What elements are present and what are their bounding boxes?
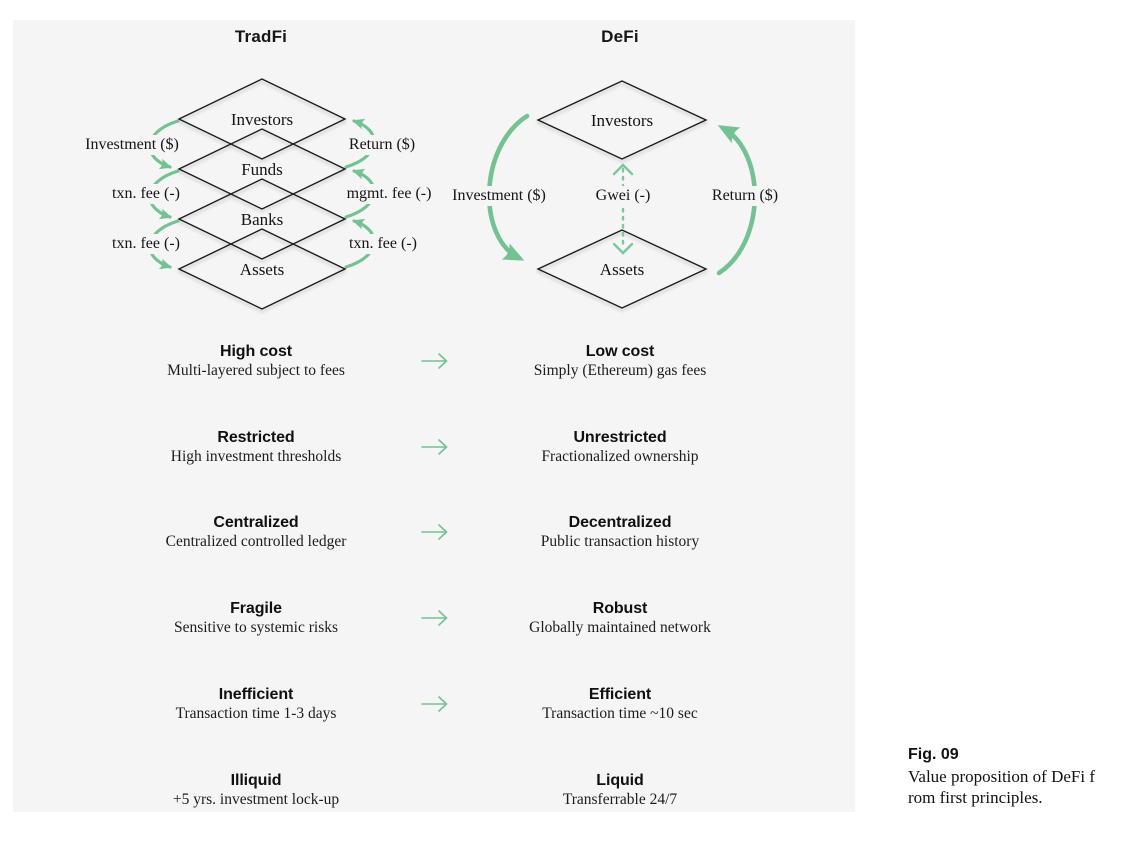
figure-caption: Fig. 09 Value proposition of DeFi f rom … (908, 746, 1118, 808)
comparison-subtitle: Multi-layered subject to fees (167, 362, 345, 379)
defi-flow-label: Gwei (-) (592, 186, 654, 206)
comparison-subtitle: Public transaction history (540, 533, 700, 550)
tradfi-layer-label: Assets (239, 260, 285, 279)
comparison-subtitle: Fractionalized ownership (541, 448, 699, 465)
comparison-cell: Unrestricted Fractionalized ownership (470, 428, 770, 465)
comparison-title: Unrestricted (573, 429, 667, 446)
tradfi-title: TradFi (234, 27, 288, 46)
tradfi-flow-label: Investment ($) (82, 135, 182, 155)
defi-flow-label: Investment ($) (449, 186, 549, 206)
caption-line: rom first principles. (908, 787, 1043, 807)
tradfi-flow-label: txn. fee (-) (346, 234, 420, 254)
tradfi-flow-label: Return ($) (345, 135, 419, 155)
comparison-title: Inefficient (218, 686, 294, 703)
comparison-cell: Fragile Sensitive to systemic risks (106, 599, 406, 636)
tradfi-flow-label: txn. fee (-) (109, 234, 183, 254)
comparison-cell: Restricted High investment thresholds (106, 428, 406, 465)
comparison-cell: High cost Multi-layered subject to fees (106, 342, 406, 379)
tradfi-flow-label: mgmt. fee (-) (343, 184, 435, 204)
tradfi-layer-label: Investors (230, 110, 294, 129)
comparison-title: Liquid (596, 772, 644, 789)
comparison-title: Robust (592, 600, 648, 617)
comparison-title: Centralized (213, 514, 299, 531)
caption-line: Value proposition of DeFi f (908, 767, 1095, 786)
comparison-cell: Centralized Centralized controlled ledge… (106, 513, 406, 550)
comparison-title: Efficient (588, 686, 652, 703)
comparison-title: Decentralized (568, 514, 672, 531)
comparison-title: Low cost (585, 343, 655, 360)
comparison-subtitle: Transaction time ~10 sec (542, 705, 698, 722)
tradfi-layer-label: Banks (240, 210, 284, 229)
comparison-subtitle: Centralized controlled ledger (165, 533, 347, 550)
comparison-cell: Decentralized Public transaction history (470, 513, 770, 550)
comparison-subtitle: High investment thresholds (170, 448, 342, 465)
figure-caption-text: Value proposition of DeFi f rom first pr… (908, 767, 1118, 808)
comparison-cell: Inefficient Transaction time 1-3 days (106, 685, 406, 722)
comparison-cell: Efficient Transaction time ~10 sec (470, 685, 770, 722)
defi-layer-label: Assets (599, 260, 645, 279)
tradfi-flow-label: txn. fee (-) (109, 184, 183, 204)
tradfi-layer-label: Funds (241, 160, 283, 179)
comparison-subtitle: Simply (Ethereum) gas fees (533, 362, 707, 379)
defi-title: DeFi (601, 27, 639, 46)
comparison-cell: Liquid Transferrable 24/7 (470, 771, 770, 808)
comparison-subtitle: Sensitive to systemic risks (173, 619, 339, 636)
defi-flow-label: Return ($) (708, 186, 782, 206)
comparison-title: Fragile (230, 600, 282, 617)
comparison-title: High cost (220, 343, 292, 360)
comparison-cell: Robust Globally maintained network (470, 599, 770, 636)
comparison-subtitle: Globally maintained network (529, 619, 711, 636)
comparison-subtitle: Transaction time 1-3 days (175, 705, 337, 722)
defi-layer-label: Investors (590, 111, 654, 130)
comparison-cell: Illiquid +5 yrs. investment lock-up (106, 771, 406, 808)
comparison-cell: Low cost Simply (Ethereum) gas fees (470, 342, 770, 379)
comparison-subtitle: Transferrable 24/7 (562, 791, 678, 808)
comparison-subtitle: +5 yrs. investment lock-up (172, 791, 340, 808)
figure-number: Fig. 09 (908, 746, 959, 763)
comparison-title: Restricted (217, 429, 295, 446)
comparison-title: Illiquid (230, 772, 282, 789)
